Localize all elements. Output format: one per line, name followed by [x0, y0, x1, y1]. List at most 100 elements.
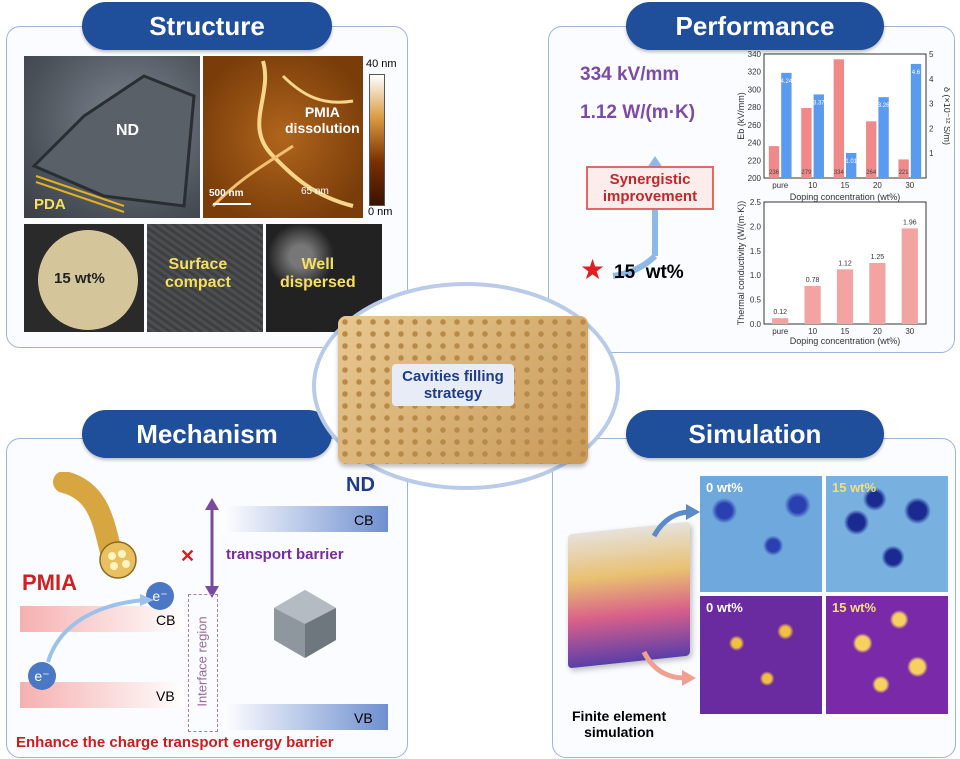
mechanism-footer: Enhance the charge transport energy barr…: [16, 734, 334, 751]
field-map-15wt: 15 wt%: [826, 476, 948, 592]
chart1-data-label: 334: [834, 170, 845, 176]
center-label: Cavities filling strategy: [392, 364, 514, 406]
chart2-bar: [772, 318, 789, 324]
chart1-y-tick: 320: [748, 68, 762, 77]
sim-arrow-bottom: [641, 650, 696, 686]
nd-crystal: [274, 590, 336, 658]
thermal-map-0wt: 0 wt%: [700, 596, 822, 714]
chart1-data-label: 236: [769, 170, 780, 176]
chart2-bar: [836, 269, 854, 324]
chart1-y-tick: 260: [748, 121, 762, 130]
chart2-data-label: 0.12: [773, 309, 787, 316]
nd-particle-shape: [31, 74, 196, 213]
chart1-data-label: 4.6: [912, 70, 921, 76]
chart1-y2label: δ (×10⁻¹² S/m): [942, 87, 950, 145]
chart1-bar-sigma: [813, 94, 824, 178]
field-15wt-label: 15 wt%: [832, 480, 877, 495]
chart2-x-tick: pure: [772, 327, 789, 336]
chart2-x-tick: 20: [873, 327, 882, 336]
barrier-arrow: [205, 498, 219, 598]
chart1-data-label: 3.37: [813, 100, 825, 106]
afm-image: PMIA dissolution 65 nm 500 nm: [203, 56, 363, 218]
chart1-y2-tick: 3: [929, 100, 934, 109]
star-wt-label: 15 wt%: [614, 262, 684, 283]
chart1-x-tick: 10: [808, 181, 817, 190]
interface-region-box: [188, 594, 218, 732]
chart2-bar: [804, 285, 821, 324]
chart1-bar-eb: [801, 108, 812, 178]
chart1-y-tick: 340: [748, 50, 762, 59]
tc-value: 1.12 W/(m·K): [580, 102, 696, 123]
nd-label: ND: [116, 122, 140, 139]
colorbar-top-label: 40 nm: [366, 58, 397, 70]
chart2-x-tick: 30: [905, 327, 914, 336]
electron-path-arrow: [46, 594, 154, 663]
pmia-label: PMIA: [22, 570, 77, 595]
chart1-x-tick: 20: [873, 181, 882, 190]
star-icon: ★: [580, 254, 606, 285]
field-0wt-label: 0 wt%: [706, 480, 743, 495]
pda-label: PDA: [34, 196, 66, 213]
electron-top-icon: e⁻: [146, 582, 174, 610]
chart1-x-tick: 30: [905, 181, 914, 190]
chart2-bar: [901, 228, 918, 324]
fe-label: Finite element simulation: [572, 708, 667, 740]
chart1-x-tick: pure: [772, 181, 789, 190]
chart1-x-tick: 15: [841, 181, 850, 190]
chart1-data-label: 1.01: [845, 159, 857, 165]
colorbar-bottom-label: 0 nm: [368, 206, 393, 218]
sim-arrow-top: [651, 504, 700, 538]
chart1-y-tick: 280: [748, 103, 762, 112]
interface-region-label: Interface region: [194, 616, 210, 707]
chart1-bar-sigma: [846, 152, 857, 178]
chart1-y-tick: 240: [748, 139, 762, 148]
chart1-data-label: 4.24: [781, 79, 793, 85]
fe-cube: [568, 521, 690, 669]
nd-cb-label: CB: [354, 512, 374, 528]
chart1-y2-tick: 2: [929, 124, 934, 133]
thermal-0wt-label: 0 wt%: [706, 600, 743, 615]
simulation-title: Simulation: [626, 410, 884, 458]
chart2-y-tick: 2.0: [750, 222, 762, 231]
chart2-data-label: 0.78: [806, 277, 820, 284]
chart2-xlabel: Doping concentration (wt%): [790, 336, 901, 346]
chart1-bar-sigma: [781, 72, 792, 178]
chart2-y-tick: 1.5: [750, 247, 762, 256]
tem-image: ND PDA: [24, 56, 200, 218]
blocked-cross-icon: ✕: [180, 546, 196, 566]
chart1-data-label: 221: [899, 170, 910, 176]
chart2-bar: [869, 263, 886, 324]
chart1-data-label: 264: [866, 170, 877, 176]
synergy-box: Synergistic improvement: [586, 166, 714, 210]
film-photo: 15 wt%: [24, 224, 144, 332]
well-dispersed-label: Well dispersed: [280, 256, 356, 291]
thermal-map-15wt: 15 wt%: [826, 596, 948, 714]
chart1-y-tick: 220: [748, 156, 762, 165]
chart1-bar-eb: [898, 159, 909, 178]
chart1-data-label: 279: [801, 170, 812, 176]
pmia-fiber-bundle: [53, 472, 137, 579]
chart2-data-label: 1.12: [838, 260, 852, 267]
surface-compact-label: Surface compact: [165, 256, 231, 291]
nd-mech-label: ND: [346, 474, 375, 496]
chart2-ylabel: Thermal conductivity (W/(m·K)): [736, 201, 746, 326]
chart2-y-tick: 0.5: [750, 296, 762, 305]
chart2-x-tick: 15: [841, 327, 850, 336]
chart1-bar-eb: [866, 121, 877, 178]
scale-500-label: 500 nm: [209, 188, 244, 199]
chart2-y-tick: 1.0: [750, 271, 762, 280]
chart2-y-tick: 0.0: [750, 320, 762, 329]
chart1-bar-sigma: [910, 63, 922, 178]
chart1-xlabel: Doping concentration (wt%): [790, 192, 901, 202]
chart2-data-label: 1.96: [903, 219, 917, 226]
nd-vb-label: VB: [354, 710, 373, 726]
chart1-y-tick: 200: [748, 174, 762, 183]
nd-cb-band: [222, 506, 388, 532]
film-wt-label: 15 wt%: [54, 270, 105, 287]
electron-bottom-icon: e⁻: [28, 662, 56, 690]
surface-sem-image: Surface compact: [147, 224, 263, 332]
afm-fibers: [211, 60, 354, 208]
chart1-bar-sigma: [878, 97, 889, 178]
